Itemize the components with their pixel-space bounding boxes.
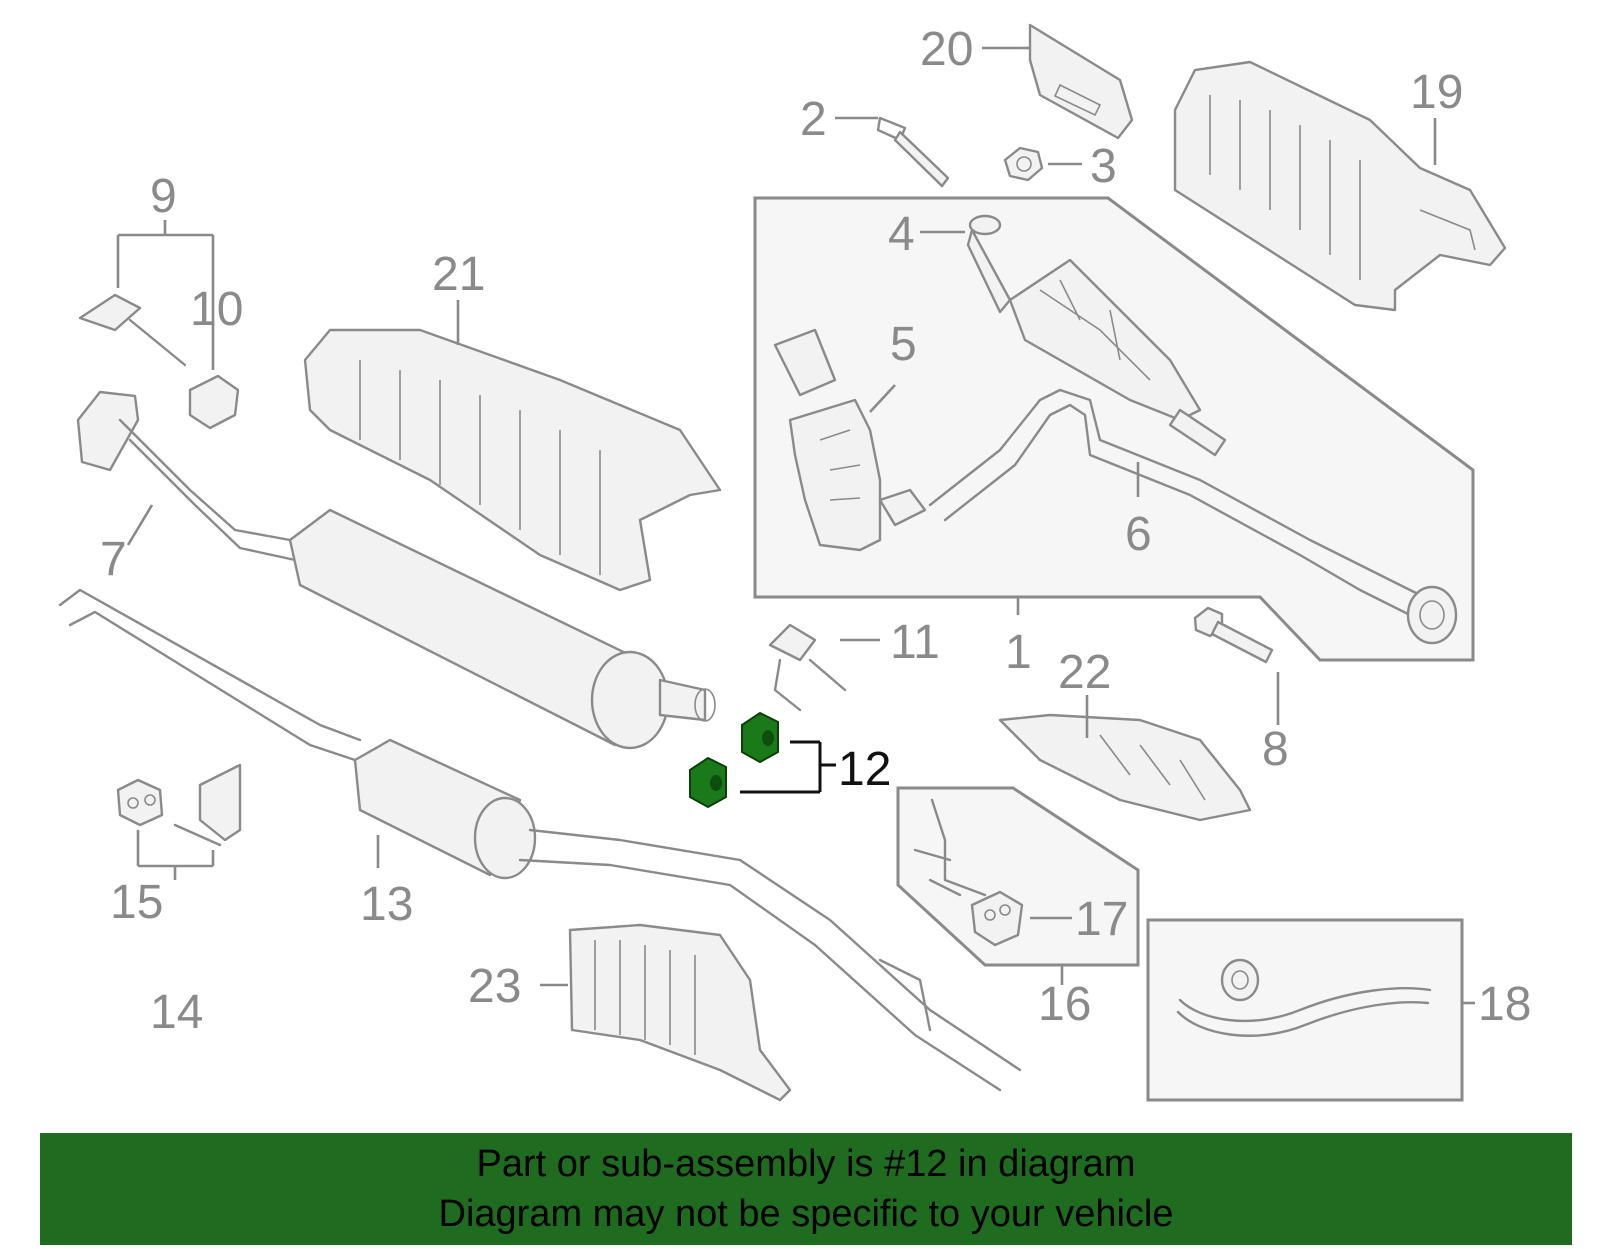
part-16-hanger xyxy=(913,798,987,897)
part-3-nut xyxy=(1003,146,1044,182)
part-9-bracket xyxy=(78,293,187,367)
part-4-catalytic-converter xyxy=(966,214,1227,457)
callout-15: 15 xyxy=(110,876,163,929)
part-20-heat-shield xyxy=(1028,23,1134,140)
callout-4: 4 xyxy=(888,208,915,261)
part-11-hanger xyxy=(768,623,847,712)
group-box-16 xyxy=(896,786,1140,967)
info-banner: Part or sub-assembly is #12 in diagram D… xyxy=(40,1133,1572,1245)
callout-11: 11 xyxy=(890,616,940,669)
callout-12: 12 xyxy=(838,743,891,796)
part-22-heat-shield xyxy=(998,713,1252,822)
callout-14: 14 xyxy=(150,986,203,1039)
callout-8: 8 xyxy=(1262,723,1289,776)
part-14-bracket xyxy=(173,763,242,847)
group-box-18 xyxy=(1146,918,1464,1102)
part-5-converter xyxy=(773,328,927,552)
callout-21: 21 xyxy=(432,248,485,301)
callout-10: 10 xyxy=(190,283,243,336)
part-12-insulator-lower xyxy=(689,756,727,809)
part-8-bolt xyxy=(1193,606,1274,664)
banner-line-disclaimer: Diagram may not be specific to your vehi… xyxy=(438,1193,1174,1235)
callout-5: 5 xyxy=(890,318,917,371)
callout-9: 9 xyxy=(150,170,177,223)
callout-16: 16 xyxy=(1038,978,1091,1031)
callout-13: 13 xyxy=(360,878,413,931)
part-21-heat-shield xyxy=(303,328,722,592)
muffler-assembly xyxy=(288,508,716,750)
leader-lines xyxy=(116,46,1475,1005)
group-box-1 xyxy=(753,196,1475,662)
callout-7: 7 xyxy=(100,533,127,586)
callout-3: 3 xyxy=(1090,140,1117,193)
callout-6: 6 xyxy=(1125,508,1152,561)
callout-23: 23 xyxy=(468,960,521,1013)
part-12-insulator-upper xyxy=(741,711,779,764)
callout-22: 22 xyxy=(1058,646,1111,699)
part-10-insulator xyxy=(188,374,240,430)
callout-17: 17 xyxy=(1075,893,1128,946)
part-13-rear-muffler xyxy=(58,588,1022,1092)
callout-19: 19 xyxy=(1410,66,1463,119)
banner-line-part: Part or sub-assembly is #12 in diagram xyxy=(476,1143,1136,1185)
callout-2: 2 xyxy=(800,93,827,146)
part-7-front-pipe xyxy=(76,390,297,562)
part-15-insulator xyxy=(116,778,164,827)
part-19-heat-shield xyxy=(1173,60,1507,312)
part-2-oxygen-sensor xyxy=(876,116,950,188)
callout-1: 1 xyxy=(1005,626,1032,679)
part-6-pipe xyxy=(928,388,1458,645)
part-18-hanger-kit xyxy=(1176,958,1432,1037)
part-23-heat-shield xyxy=(568,923,792,1102)
part-12-insulators xyxy=(689,711,779,809)
part-17-insulator xyxy=(970,890,1024,947)
callout-18: 18 xyxy=(1478,978,1531,1031)
callout-20: 20 xyxy=(920,23,973,76)
